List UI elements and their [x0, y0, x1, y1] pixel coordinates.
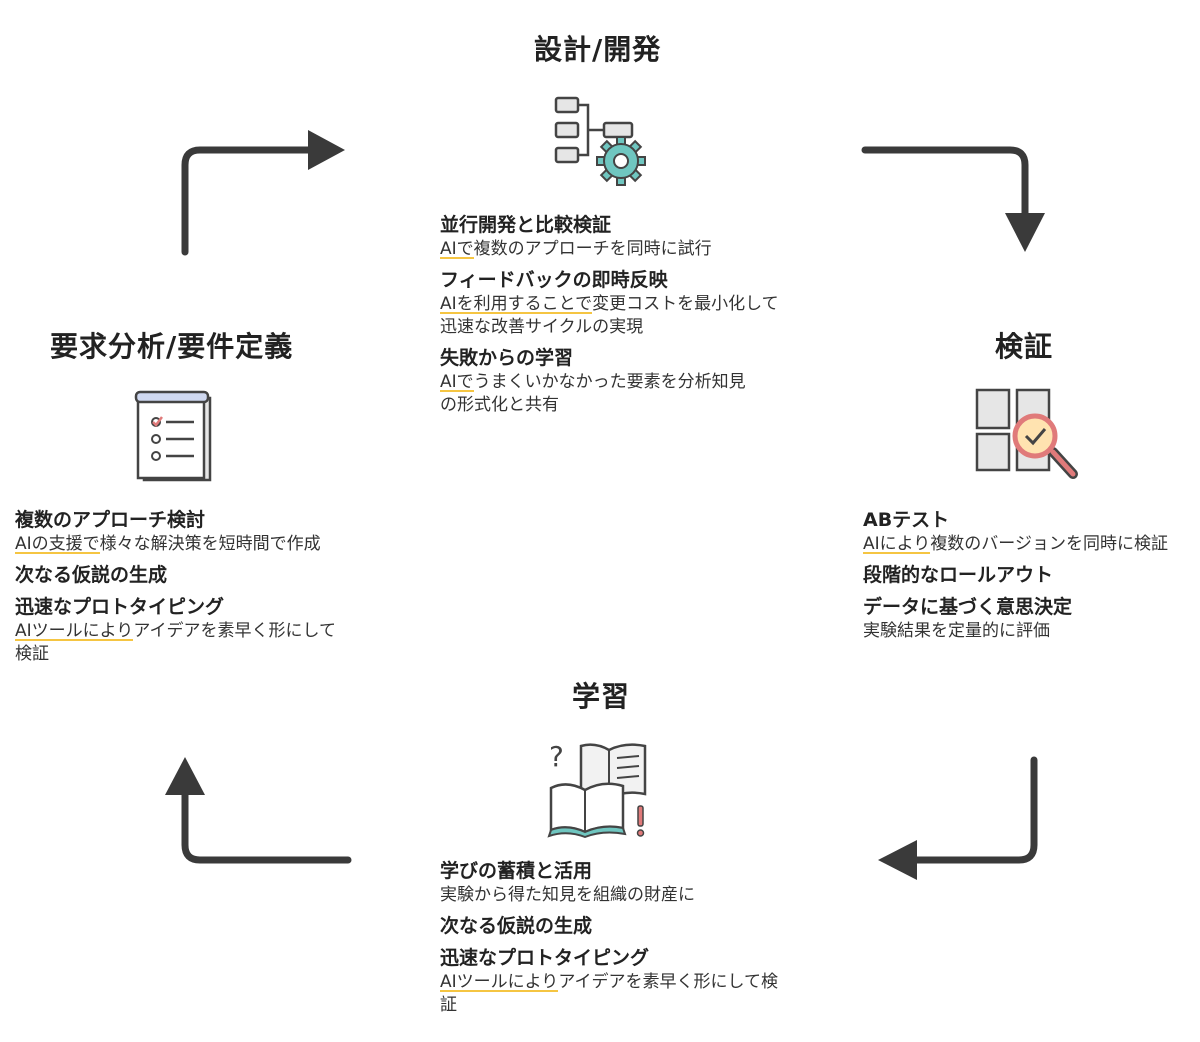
item-title: データに基づく意思決定: [863, 596, 1073, 618]
checklist-document-icon: [134, 390, 212, 482]
design-items: 並行開発と比較検証 AIで複数のアプローチを同時に試行 フィードバックの即時反映…: [440, 212, 780, 423]
item-title: ABテスト: [863, 509, 950, 531]
item-desc: AIツールによりアイデアを素早く形にして検証: [440, 971, 780, 1017]
item-title: 学びの蓄積と活用: [440, 860, 593, 882]
item-desc: 実験から得た知見を組織の財産に: [440, 885, 695, 905]
arrow-to-verification: [861, 146, 1045, 252]
learning-items: 学びの蓄積と活用 実験から得た知見を組織の財産に 次なる仮説の生成 迅速なプロト…: [440, 858, 780, 1023]
item-title: フィードバックの即時反映: [440, 269, 668, 291]
desc-text: 複数のバージョンを同時に検証: [930, 534, 1168, 554]
ai-highlight: AIツールにより: [440, 972, 559, 992]
list-item: 学びの蓄積と活用 実験から得た知見を組織の財産に: [440, 858, 780, 907]
item-desc: AIでうまくいかなかった要素を分析知見の形式化と共有: [440, 371, 750, 417]
ai-highlight: AIで: [440, 239, 474, 259]
verification-items: ABテスト AIにより複数のバージョンを同時に検証 段階的なロールアウト データ…: [863, 507, 1183, 649]
ai-highlight: AIの支援で: [15, 534, 100, 554]
desc-text: アイデアを素早く形にして検証: [15, 621, 336, 664]
item-desc: AIにより複数のバージョンを同時に検証: [863, 533, 1183, 556]
list-item: データに基づく意思決定 実験結果を定量的に評価: [863, 594, 1183, 643]
list-item: 失敗からの学習 AIでうまくいかなかった要素を分析知見の形式化と共有: [440, 345, 780, 417]
list-item: 並行開発と比較検証 AIで複数のアプローチを同時に試行: [440, 212, 780, 261]
item-title: 段階的なロールアウト: [863, 564, 1054, 586]
item-desc: 実験結果を定量的に評価: [863, 621, 1050, 641]
item-desc: AIを利用することで変更コストを最小化して迅速な改善サイクルの実現: [440, 293, 780, 339]
list-item: 次なる仮説の生成: [440, 913, 780, 939]
list-item: フィードバックの即時反映 AIを利用することで変更コストを最小化して迅速な改善サ…: [440, 267, 780, 339]
flowchart-gear-icon: [554, 96, 646, 186]
section-title-design: 設計/開発: [534, 33, 662, 66]
arrow-to-learning: [878, 756, 1038, 880]
desc-text: 複数のアプローチを同時に試行: [473, 239, 712, 259]
list-item: 次なる仮説の生成: [15, 562, 350, 588]
ai-highlight: AIツールにより: [15, 621, 134, 641]
question-mark-icon: ?: [549, 740, 564, 773]
item-desc: AIツールによりアイデアを素早く形にして検証: [15, 620, 350, 666]
desc-text: 様々な解決策を短時間で作成: [99, 534, 321, 554]
open-books-question-icon: ?: [547, 740, 647, 838]
list-item: 複数のアプローチ検討 AIの支援で様々な解決策を短時間で作成: [15, 507, 350, 556]
desc-text: 変更コストを最小化して迅速な改善サイクルの実現: [440, 294, 779, 337]
list-item: 段階的なロールアウト: [863, 562, 1183, 588]
section-title-verification: 検証: [995, 330, 1054, 363]
item-title: 失敗からの学習: [440, 347, 574, 369]
grid-magnifier-check-icon: [975, 388, 1078, 479]
ai-highlight: AIにより: [863, 534, 931, 554]
item-title: 並行開発と比較検証: [440, 214, 612, 236]
item-desc: AIの支援で様々な解決策を短時間で作成: [15, 533, 350, 556]
item-title: 次なる仮説の生成: [15, 564, 168, 586]
exclamation-icon: [637, 805, 644, 827]
list-item: ABテスト AIにより複数のバージョンを同時に検証: [863, 507, 1183, 556]
section-title-learning: 学習: [572, 680, 631, 713]
item-desc: AIで複数のアプローチを同時に試行: [440, 238, 780, 261]
requirements-items: 複数のアプローチ検討 AIの支援で様々な解決策を短時間で作成 次なる仮説の生成 …: [15, 507, 350, 672]
item-title: 迅速なプロトタイピング: [15, 596, 225, 618]
item-title: 次なる仮説の生成: [440, 915, 593, 937]
arrow-to-design: [181, 130, 345, 256]
section-title-requirements: 要求分析/要件定義: [50, 330, 294, 363]
item-title: 迅速なプロトタイピング: [440, 947, 650, 969]
ai-highlight: AIを利用することで: [440, 294, 593, 314]
item-title: 複数のアプローチ検討: [15, 509, 206, 531]
ai-highlight: AIで: [440, 372, 474, 392]
desc-text: うまくいかなかった要素を分析知見の形式化と共有: [440, 372, 746, 415]
arrow-to-requirements: [165, 757, 352, 864]
list-item: 迅速なプロトタイピング AIツールによりアイデアを素早く形にして検証: [15, 594, 350, 666]
list-item: 迅速なプロトタイピング AIツールによりアイデアを素早く形にして検証: [440, 945, 780, 1017]
desc-text: アイデアを素早く形にして検証: [440, 972, 778, 1015]
